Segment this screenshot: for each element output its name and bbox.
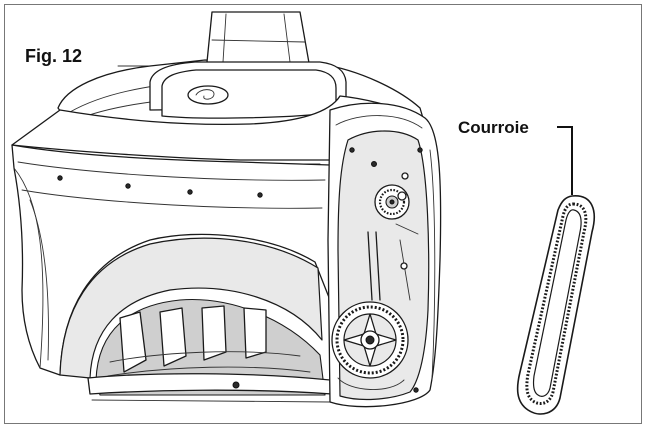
snow-thrower-housing bbox=[11, 11, 442, 408]
auger-paddles bbox=[107, 305, 311, 377]
auger-pulley bbox=[331, 301, 409, 390]
belt-inner bbox=[532, 209, 582, 397]
belt-label: Courroie bbox=[458, 118, 529, 137]
drive-belt bbox=[516, 195, 596, 415]
belt-teeth bbox=[525, 202, 588, 406]
belt-label-leader bbox=[557, 126, 573, 195]
handle-mount bbox=[149, 11, 347, 119]
figure-frame bbox=[4, 4, 642, 424]
logo-emblem bbox=[187, 85, 229, 105]
drive-pulley bbox=[371, 161, 410, 220]
figure-label: Fig. 12 bbox=[25, 46, 82, 66]
